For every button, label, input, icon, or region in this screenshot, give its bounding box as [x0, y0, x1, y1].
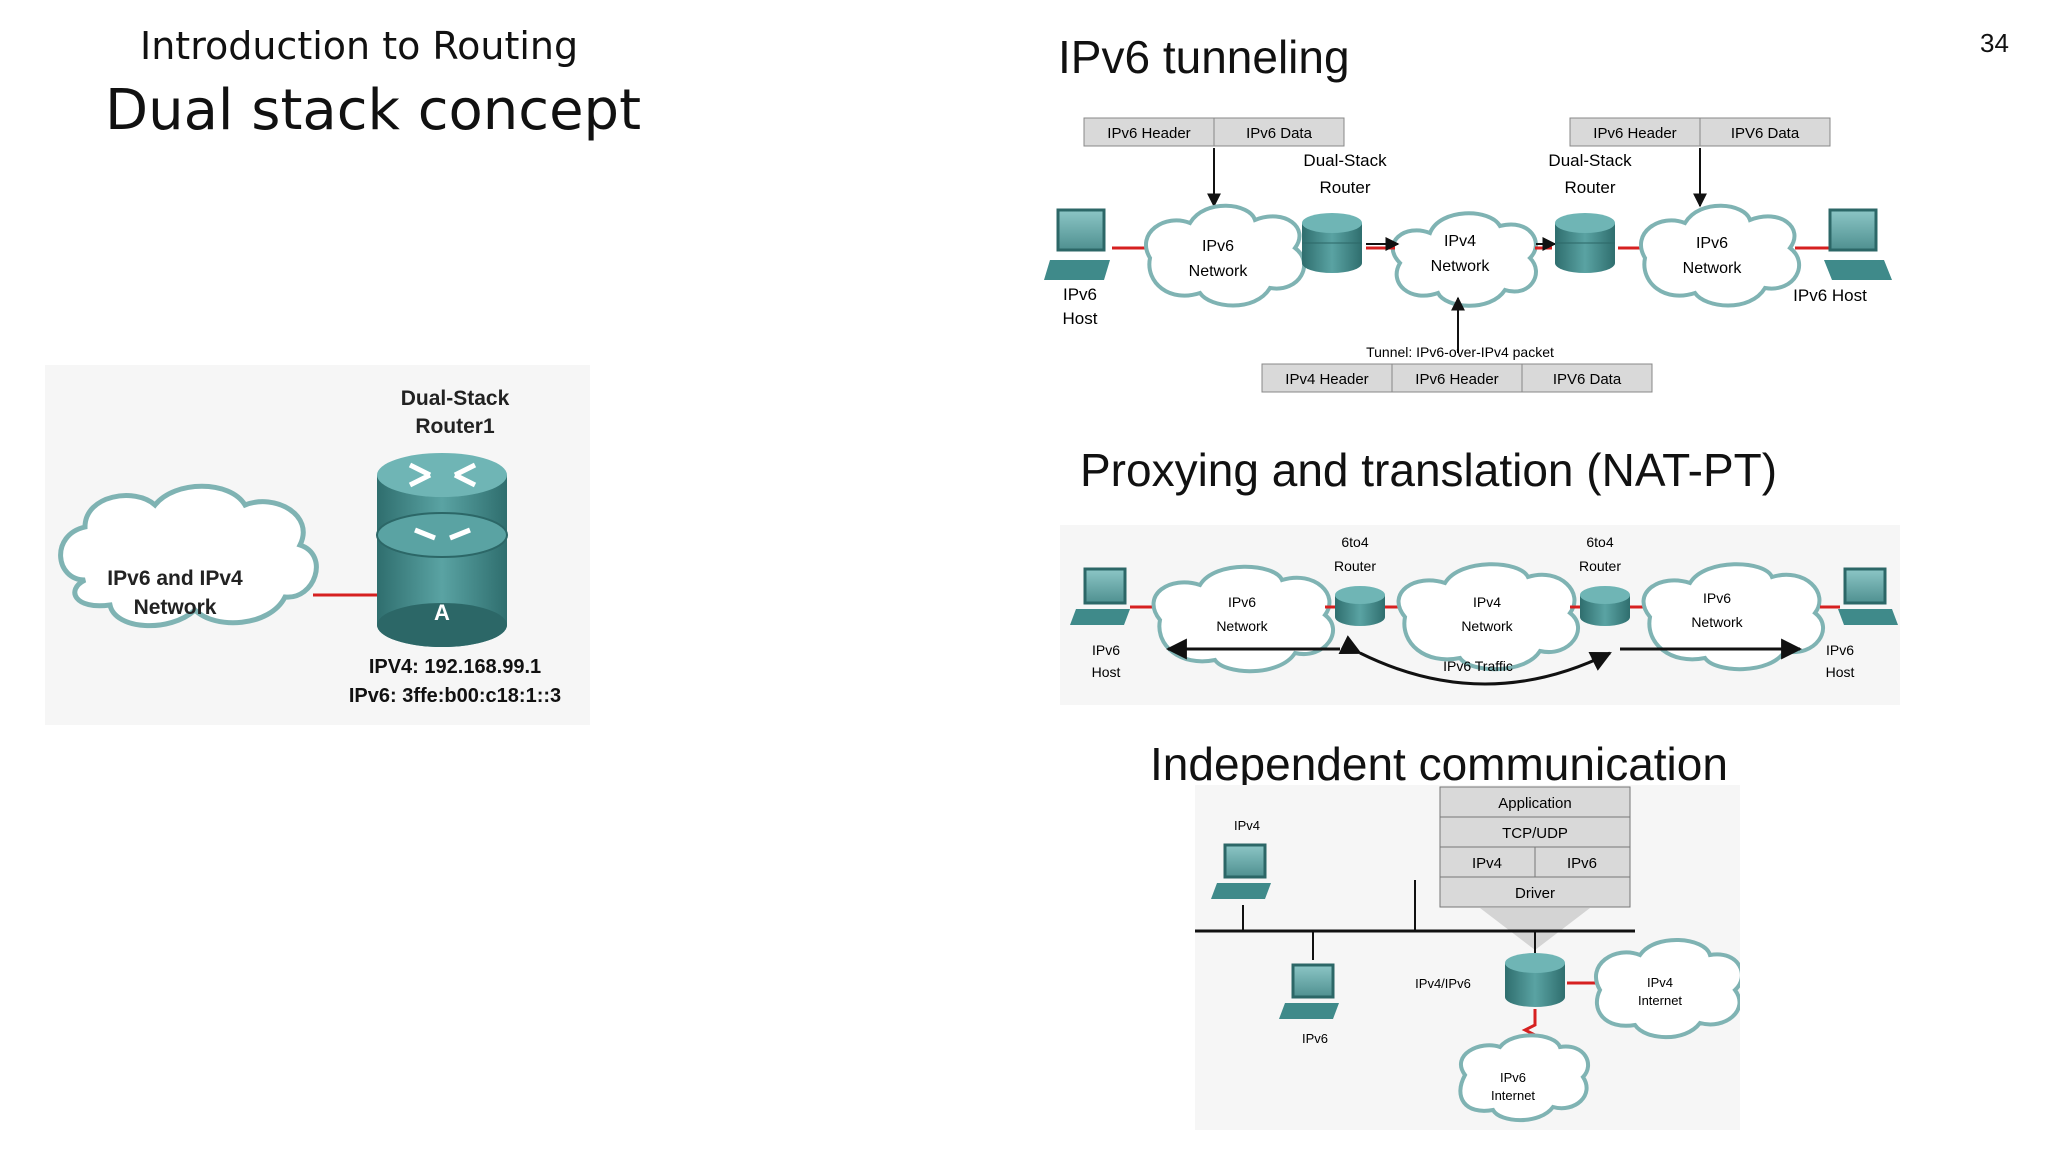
- natpt-host-left-icon: [1070, 567, 1130, 625]
- host-left-2: Host: [1063, 309, 1098, 328]
- page-number: 34: [1980, 28, 2009, 58]
- tun-cloud-right-1: IPv6: [1696, 235, 1728, 252]
- cloud-v4-1: IPv4: [1647, 975, 1673, 990]
- stack-ipv6: IPv6: [1567, 855, 1597, 872]
- natpt-host-left-2: Host: [1092, 664, 1121, 680]
- network-label-2: Network: [134, 596, 217, 619]
- natpt-router-right-2: Router: [1579, 558, 1621, 574]
- packet-right-header: IPv6 Header: [1593, 125, 1676, 142]
- router-label: IPv4/IPv6: [1415, 976, 1471, 991]
- 6to4-router-right-icon: [1580, 586, 1630, 626]
- cloud-v4-2: Internet: [1638, 993, 1682, 1008]
- packet-left-data: IPv6 Data: [1246, 125, 1313, 142]
- natpt-router-left-2: Router: [1334, 558, 1376, 574]
- slide-subtitle: Introduction to Routing: [140, 24, 579, 68]
- packet-right-data: IPV6 Data: [1731, 125, 1800, 142]
- protocol-stack: Application TCP/UDP IPv4 IPv6 Driver: [1439, 786, 1631, 950]
- host-right: IPv6 Host: [1793, 286, 1867, 305]
- cloud-v6-2: Internet: [1491, 1088, 1535, 1103]
- natpt-cloud-left-2: Network: [1216, 618, 1268, 634]
- dual-stack-router: A: [376, 453, 508, 647]
- dual-stack-router-left-icon: [1302, 213, 1362, 273]
- router-label-1: Dual-Stack: [401, 387, 510, 410]
- router-letter: A: [434, 600, 450, 625]
- natpt-host-right-2: Host: [1826, 664, 1855, 680]
- packet-bottom-3: IPV6 Data: [1553, 371, 1622, 388]
- stack-tcpudp: TCP/UDP: [1502, 825, 1568, 842]
- natpt-title: Proxying and translation (NAT-PT): [1080, 444, 1778, 496]
- ipv4-address: IPV4: 192.168.99.1: [369, 656, 541, 678]
- tun-router-left-2: Router: [1319, 178, 1370, 197]
- tun-cloud-right-2: Network: [1683, 260, 1743, 277]
- stack-application: Application: [1498, 795, 1571, 812]
- natpt-cloud-left-1: IPv6: [1228, 594, 1256, 610]
- tunneling-diagram: IPv6 Header IPv6 Data IPv6 Header IPV6 D…: [1040, 108, 1900, 408]
- pc-ipv4-label: IPv4: [1234, 818, 1260, 833]
- natpt-traffic-label: IPv6 Traffic: [1443, 658, 1513, 674]
- ipv6-pc-icon: [1279, 963, 1339, 1019]
- tun-router-right-1: Dual-Stack: [1548, 151, 1632, 170]
- tun-router-right-2: Router: [1564, 178, 1615, 197]
- natpt-host-left-1: IPv6: [1092, 642, 1120, 658]
- natpt-cloud-mid-1: IPv4: [1473, 594, 1501, 610]
- ipv6-host-right-icon: [1824, 208, 1892, 280]
- packet-left-header: IPv6 Header: [1107, 125, 1190, 142]
- natpt-diagram: IPv6 Host IPv6 Network 6to4 Router IPv4 …: [1060, 525, 1900, 705]
- host-left-1: IPv6: [1063, 285, 1097, 304]
- cloud-v6-1: IPv6: [1500, 1070, 1526, 1085]
- ipv6-host-left-icon: [1044, 208, 1110, 280]
- independent-diagram: Application TCP/UDP IPv4 IPv6 Driver IPv…: [1195, 785, 1744, 1130]
- pc-ipv6-label: IPv6: [1302, 1031, 1328, 1046]
- packet-bottom-2: IPv6 Header: [1415, 371, 1498, 388]
- natpt-router-right-1: 6to4: [1586, 534, 1613, 550]
- independent-title: Independent communication: [1150, 738, 1728, 790]
- natpt-host-right-icon: [1838, 567, 1898, 625]
- natpt-cloud-right-1: IPv6: [1703, 590, 1731, 606]
- ipv4-ipv6-router-icon: [1505, 953, 1565, 1007]
- tunneling-title: IPv6 tunneling: [1058, 31, 1350, 83]
- network-label-1: IPv6 and IPv4: [107, 567, 243, 590]
- dual-stack-diagram: IPv6 and IPv4 Network A Dual-Stack Route…: [45, 365, 590, 725]
- stack-ipv4: IPv4: [1472, 855, 1502, 872]
- network-cloud: [58, 483, 319, 629]
- dual-stack-router-right-icon: [1555, 213, 1615, 273]
- 6to4-router-left-icon: [1335, 586, 1385, 626]
- packet-bottom-1: IPv4 Header: [1285, 371, 1368, 388]
- tun-cloud-mid-1: IPv4: [1444, 233, 1476, 250]
- ipv4-pc-icon: [1211, 843, 1271, 899]
- tunnel-caption: Tunnel: IPv6-over-IPv4 packet: [1366, 344, 1554, 360]
- tun-router-left-1: Dual-Stack: [1303, 151, 1387, 170]
- ipv6-address: IPv6: 3ffe:b00:c18:1::3: [349, 685, 561, 707]
- stack-driver: Driver: [1515, 885, 1555, 902]
- natpt-cloud-right-2: Network: [1691, 614, 1743, 630]
- tun-cloud-left-1: IPv6: [1202, 238, 1234, 255]
- natpt-cloud-mid-2: Network: [1461, 618, 1513, 634]
- slide-title: Dual stack concept: [105, 78, 642, 143]
- natpt-router-left-1: 6to4: [1341, 534, 1368, 550]
- tun-cloud-mid-2: Network: [1431, 258, 1491, 275]
- tun-cloud-left-2: Network: [1189, 263, 1249, 280]
- router-label-2: Router1: [415, 415, 495, 438]
- natpt-host-right-1: IPv6: [1826, 642, 1854, 658]
